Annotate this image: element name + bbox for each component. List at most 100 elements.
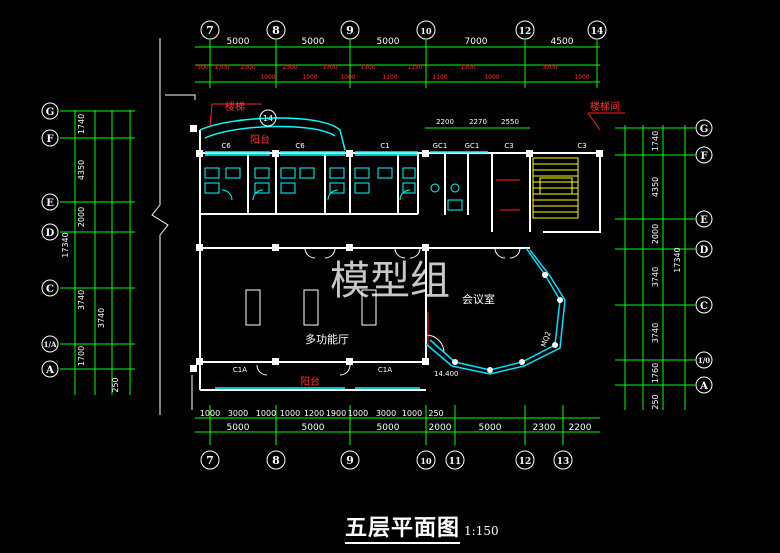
dim-bottom: 5000 xyxy=(479,423,502,433)
axis-left-A: A xyxy=(45,365,54,376)
dim-bottom: 2000 xyxy=(429,423,452,433)
axis-top-14: 14 xyxy=(591,27,604,37)
bottom-main-dims: 5000 5000 5000 2000 5000 2300 2200 xyxy=(227,423,592,433)
dim-left: 1740 xyxy=(77,114,86,134)
dim-top-sub: 1000 xyxy=(340,74,355,81)
dim-top-sub: 1000 xyxy=(302,74,317,81)
dim-bottom-sub: 1000 xyxy=(402,409,422,418)
dim-right: 4350 xyxy=(651,177,660,197)
dim-upper: 2550 xyxy=(501,118,519,126)
dim-top-4: 7000 xyxy=(465,37,488,47)
axis-right-F: F xyxy=(700,151,707,162)
svg-text:14: 14 xyxy=(263,114,273,123)
axis-top-10: 10 xyxy=(420,26,432,36)
bottom-axis-labels: 7 8 9 10 11 12 13 xyxy=(206,454,569,467)
top-axis-labels: 7 8 9 10 12 14 xyxy=(206,24,603,37)
right-dim-texts: 1740 4350 2000 17340 3740 3740 1760 250 xyxy=(651,131,682,410)
dim-bottom-sub: 250 xyxy=(428,409,443,418)
dim-upper: 2200 xyxy=(436,118,454,126)
axis-left-D: D xyxy=(46,228,55,239)
window-tag: C6 xyxy=(295,142,305,150)
axis-bottom-10: 10 xyxy=(420,456,432,466)
right-axis-labels: G F E D C 1/0 A xyxy=(698,124,710,392)
hall-label: 多功能厅 xyxy=(305,332,349,346)
top-sub-dims: 500 1700 2300 1000 2300 1000 1700 1000 1… xyxy=(197,64,590,81)
windows xyxy=(199,117,488,389)
dim-top-sub: 1150 xyxy=(407,64,422,71)
window-tag: GC1 xyxy=(465,142,480,150)
balcony-top-label: 阳台 xyxy=(250,133,270,146)
dim-left: 3740 xyxy=(77,290,86,310)
drawing-title-text: 五层平面图 xyxy=(345,515,461,544)
dim-top-sub: 2300 xyxy=(240,64,255,71)
dim-right: 1740 xyxy=(651,131,660,151)
axis-right-E: E xyxy=(700,215,708,226)
curtain-wall-nodes xyxy=(452,272,563,373)
dim-right: 1760 xyxy=(651,363,660,383)
axis-left-F: F xyxy=(46,134,53,145)
window-tag: C3 xyxy=(577,142,586,150)
columns xyxy=(190,125,603,372)
dim-bottom: 2300 xyxy=(533,423,556,433)
dim-top-sub: 1700 xyxy=(214,64,229,71)
dim-top-sub: 1100 xyxy=(382,74,397,81)
window-tag: C1A xyxy=(378,366,392,374)
dim-bottom-sub: 1900 xyxy=(326,409,346,418)
axis-bottom-12: 12 xyxy=(519,457,532,467)
stair-tag: 楼梯间 xyxy=(590,100,620,113)
axis-bottom-7: 7 xyxy=(206,454,214,467)
dim-bottom-sub: 1200 xyxy=(304,409,324,418)
dim-top-3: 5000 xyxy=(377,37,400,47)
axis-bottom-9: 9 xyxy=(346,454,354,467)
right-dimensions xyxy=(615,125,695,410)
dim-top-sub: 1300 xyxy=(360,64,375,71)
window-tags: C6 C6 C1 GC1 GC1 C3 C3 C1A C1A MQ2 xyxy=(221,142,586,374)
axis-bottom-8: 8 xyxy=(272,454,280,467)
axis-left-E: E xyxy=(46,198,54,209)
window-tag: C1A xyxy=(233,366,247,374)
dim-bottom-sub: 3000 xyxy=(228,409,248,418)
dim-bottom-sub: 1000 xyxy=(280,409,300,418)
dim-right: 2000 xyxy=(651,224,660,244)
dim-bottom: 2200 xyxy=(569,423,592,433)
bottom-dimensions xyxy=(195,405,600,445)
elevation-label: 14.400 xyxy=(434,370,459,378)
right-axis-bubbles xyxy=(695,119,713,394)
curtain-wall xyxy=(425,247,566,375)
building-walls xyxy=(199,130,601,391)
dim-bottom: 5000 xyxy=(302,423,325,433)
dim-top-2: 5000 xyxy=(302,37,325,47)
left-axis-labels: G F E D C 1/A A xyxy=(44,107,57,376)
dim-top-sub: 3700 xyxy=(542,64,557,71)
axis-right-G: G xyxy=(700,124,709,135)
dim-top-sub: 1100 xyxy=(432,74,447,81)
balcony-bottom-label: 阳台 xyxy=(300,375,320,388)
window-tag: C1 xyxy=(380,142,389,150)
meeting-label: 会议室 xyxy=(462,292,495,306)
axis-top-9: 9 xyxy=(346,24,354,37)
window-tag: C6 xyxy=(221,142,231,150)
dim-bottom-sub: 1000 xyxy=(200,409,220,418)
top-axis-bubbles xyxy=(200,20,607,40)
drawing-scale: 1:150 xyxy=(464,524,499,538)
dim-left: 4350 xyxy=(77,160,86,180)
top-dimensions xyxy=(195,40,600,88)
dim-bottom-sub: 1000 xyxy=(348,409,368,418)
break-line xyxy=(151,38,196,415)
dim-left-total: 17340 xyxy=(61,232,70,257)
left-axis-bubbles xyxy=(41,102,59,378)
dim-top-1: 5000 xyxy=(227,37,250,47)
axis-right-10: 1/0 xyxy=(698,356,710,365)
dim-bottom-sub: 1000 xyxy=(256,409,276,418)
upper-dim-texts: 2200 2270 2550 xyxy=(436,118,519,126)
left-dimensions xyxy=(60,110,135,395)
dim-top-sub: 1000 xyxy=(484,74,499,81)
axis-left-1A: 1/A xyxy=(44,340,57,349)
dim-bottom: 5000 xyxy=(377,423,400,433)
dim-bottom-sub: 3000 xyxy=(376,409,396,418)
dim-top-5: 4500 xyxy=(551,37,574,47)
dim-right: 3740 xyxy=(651,323,660,343)
dim-top-sub: 1000 xyxy=(260,74,275,81)
